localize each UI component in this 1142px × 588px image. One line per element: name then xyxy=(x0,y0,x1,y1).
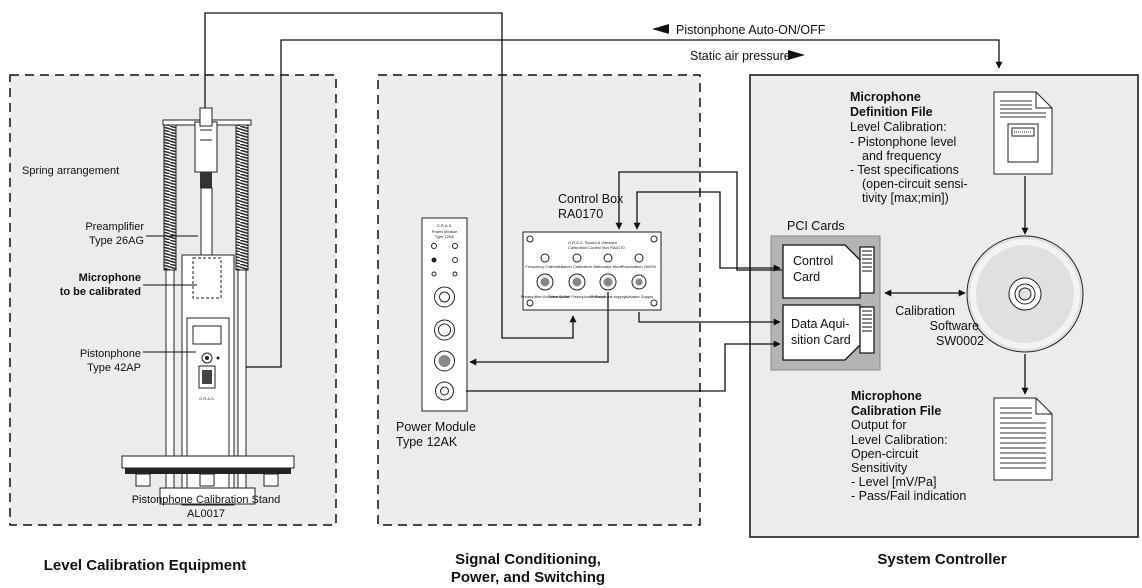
power-led-icon xyxy=(452,271,458,277)
pistonphone-calibration-stand: G.R.A.S. xyxy=(121,107,295,506)
panel-title-level: Level Calibration Equipment xyxy=(44,557,247,574)
jack-label: Polarization 200/0V xyxy=(622,264,657,269)
left-arrow-icon xyxy=(652,24,669,34)
jack-label: Level Calibration xyxy=(562,264,592,269)
jack-label: Frequency Calibration xyxy=(525,264,564,269)
right-arrow-icon xyxy=(788,50,805,60)
spring-arrangement-label: Spring arrangement xyxy=(22,165,119,177)
definition-file-document-icon xyxy=(993,91,1053,175)
panel-title-signal-1: Signal Conditioning, xyxy=(455,551,601,568)
preamp-label-2: Type 26AG xyxy=(89,235,144,247)
microphone-label-1: Microphone xyxy=(79,272,141,284)
calibration-software-disc xyxy=(966,235,1084,353)
pci-cards-group: Control Card Data Aqui- sition Card xyxy=(770,235,881,371)
stand-caption-1: Pistonphone Calibration Stand xyxy=(132,494,281,506)
control-box-brand: G.R.A.S. Sound & Vibration xyxy=(568,240,617,245)
calibration-file-line: Output for xyxy=(851,418,907,432)
auto-on-off-wire xyxy=(204,12,577,339)
definition-file-line: tivity [max;min]) xyxy=(862,191,949,205)
spring-right xyxy=(235,121,249,271)
software-label-2: Software xyxy=(930,319,979,333)
calibration-file-line: Sensitivity xyxy=(851,461,908,475)
power-module-to-daq-wire xyxy=(466,340,781,392)
daq-card-label-1: Data Aqui- xyxy=(791,317,849,331)
jack-icon xyxy=(540,253,550,263)
auto-on-off-label: Pistonphone Auto-ON/OFF xyxy=(676,23,826,37)
definition-file-line: (open-circuit sensi- xyxy=(862,177,968,191)
power-led-icon xyxy=(452,257,458,263)
microphone-label-2: to be calibrated xyxy=(60,286,141,298)
calibration-file-title-1: Microphone xyxy=(851,389,922,403)
power-led-icon xyxy=(431,271,437,277)
control-box-to-daq-wire xyxy=(638,312,781,326)
stand-caption-2: AL0017 xyxy=(187,508,225,520)
panel-title-system: System Controller xyxy=(877,551,1006,568)
software-label-1: Calibration xyxy=(895,304,955,318)
power-module-title-1: Power Module xyxy=(396,420,476,434)
control-box-sub: Calibration Control Box RA0170 xyxy=(568,245,625,250)
static-pressure-label: Static air pressure xyxy=(690,49,791,63)
power-switch-icon xyxy=(431,243,437,249)
jack-label: Attenuator Mode xyxy=(593,264,623,269)
calibration-file-line: Level Calibration: xyxy=(851,433,948,447)
jack-icon xyxy=(634,253,644,263)
definition-file-line: - Test specifications xyxy=(850,163,959,177)
calibration-file-line: - Level [mV/Pa] xyxy=(851,475,936,489)
definition-file-line: - Pistonphone level xyxy=(850,135,956,149)
power-module-sub-1: Power Module xyxy=(432,229,458,234)
power-module-sub-2: Type 12AK xyxy=(435,234,455,239)
power-module-panel: G.R.A.S. Power Module Type 12AK xyxy=(421,217,468,412)
panel-title-signal-2: Power, and Switching xyxy=(451,569,605,586)
preamp-label-1: Preamplifier xyxy=(85,221,144,233)
calibration-file-line: - Pass/Fail indication xyxy=(851,489,966,503)
calibration-file-text: Microphone Calibration File Output for L… xyxy=(851,389,966,503)
jack-icon xyxy=(572,253,582,263)
control-box-bottom-jacks: Preamplifier Actuator Stand Preamplifier… xyxy=(521,273,653,299)
pistonphone-label-1: Pistonphone xyxy=(80,348,141,360)
jack-label: Actuator Supply xyxy=(625,294,653,299)
calibration-file-line: Open-circuit xyxy=(851,447,919,461)
power-module-brand: G.R.A.S. xyxy=(437,223,453,228)
control-card-wire-2 xyxy=(633,191,781,272)
control-box-panel: G.R.A.S. Sound & Vibration Calibration C… xyxy=(521,231,662,311)
power-led-icon xyxy=(431,257,437,263)
pistonphone-label-2: Type 42AP xyxy=(87,362,141,374)
control-card-label-1: Control xyxy=(793,254,833,268)
daq-card-label-2: sition Card xyxy=(791,333,851,347)
calibration-file-document-icon xyxy=(993,397,1053,481)
pci-cards-title: PCI Cards xyxy=(787,219,845,233)
control-box-to-power-module-wire xyxy=(469,292,609,366)
software-label-3: SW0002 xyxy=(936,334,984,348)
definition-file-text: Microphone Definition File Level Calibra… xyxy=(850,90,968,205)
definition-file-title-1: Microphone xyxy=(850,90,921,104)
jack-label: Preamplifier Pistonphone Stand xyxy=(549,294,605,299)
spring-left xyxy=(163,121,177,271)
definition-file-line: Level Calibration: xyxy=(850,120,947,134)
data-acquisition-card xyxy=(782,304,861,361)
control-box-title-1: Control Box xyxy=(558,192,624,206)
power-switch-icon xyxy=(452,243,458,249)
power-module-title-2: Type 12AK xyxy=(396,435,458,449)
definition-file-title-2: Definition File xyxy=(850,105,933,119)
static-pressure-wire xyxy=(241,39,1003,368)
stand-brand: G.R.A.S. xyxy=(199,396,215,401)
definition-file-line: and frequency xyxy=(862,149,942,163)
control-card-label-2: Card xyxy=(793,270,820,284)
calibration-file-title-2: Calibration File xyxy=(851,404,941,418)
jack-icon xyxy=(603,253,613,263)
control-box-title-2: RA0170 xyxy=(558,207,603,221)
jack-label: Preamplifier Actuator Stand xyxy=(521,294,570,299)
